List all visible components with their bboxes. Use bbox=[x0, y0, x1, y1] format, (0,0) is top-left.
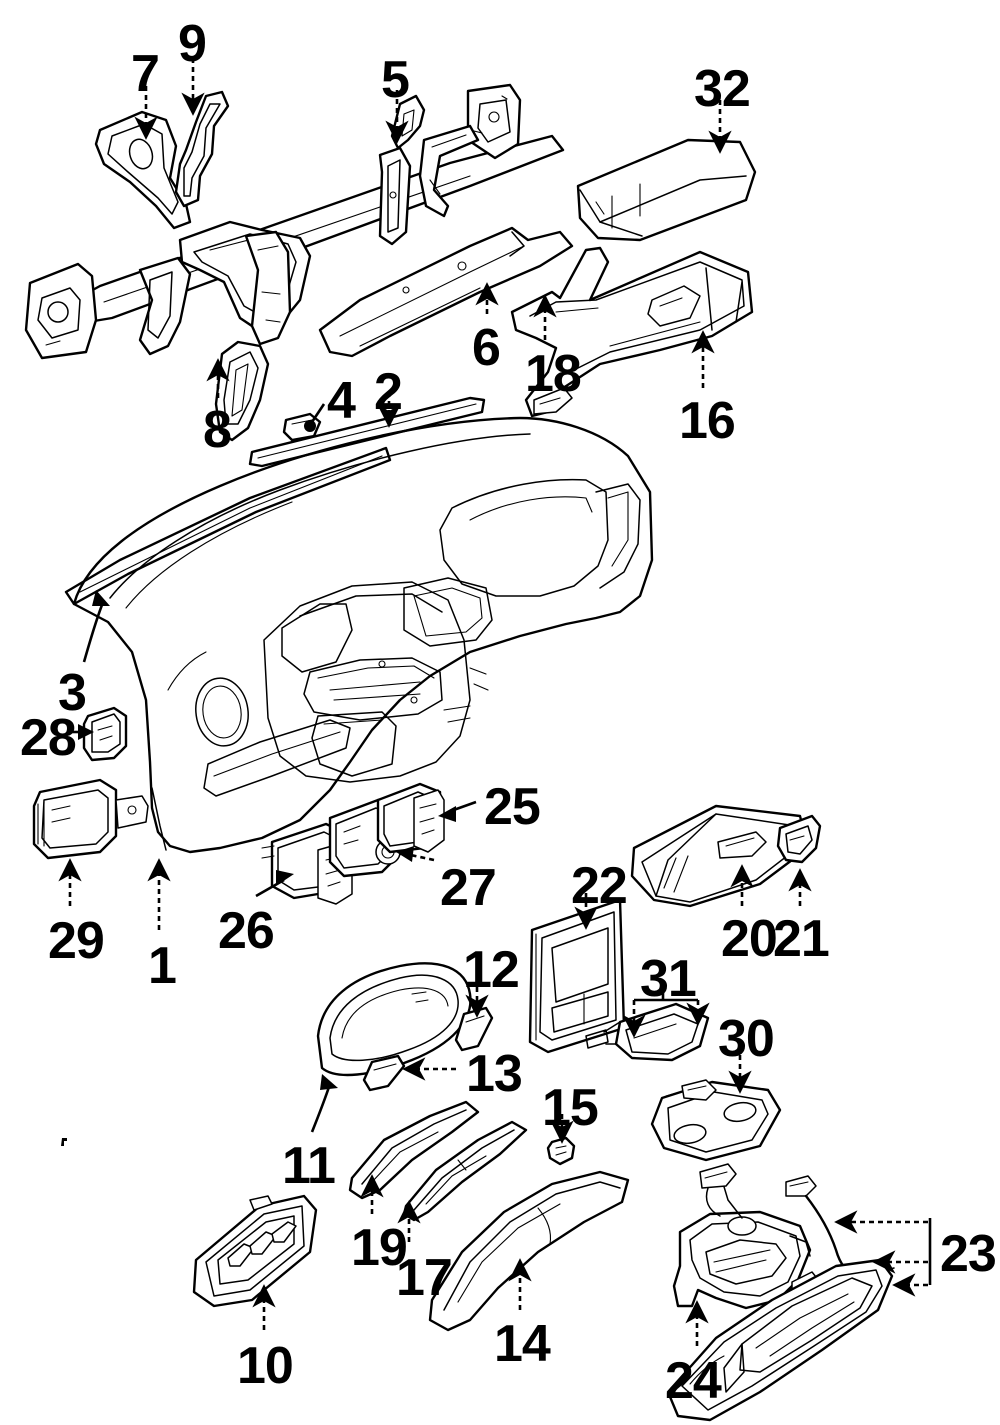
part-19-finisher bbox=[348, 1100, 480, 1200]
part-22-bezel bbox=[528, 898, 626, 1054]
part-17-finisher bbox=[402, 1120, 528, 1222]
part-30-cup-holder bbox=[650, 1079, 782, 1162]
callout-number-24: 24 bbox=[665, 1352, 722, 1410]
callout-number-18: 18 bbox=[525, 345, 582, 403]
callout-number-19: 19 bbox=[351, 1219, 408, 1277]
callout-number-8: 8 bbox=[203, 401, 232, 459]
part-7-bracket bbox=[94, 110, 192, 230]
part-20-glove-box bbox=[630, 804, 810, 908]
part-16-18-reinforcement bbox=[510, 246, 754, 418]
callout-number-25: 25 bbox=[484, 778, 541, 836]
callout-number-9: 9 bbox=[178, 15, 207, 73]
part-10-fuse-cover bbox=[192, 1194, 318, 1308]
callout-number-32: 32 bbox=[694, 60, 751, 118]
callout-number-12: 12 bbox=[463, 941, 520, 999]
callout-number-2: 2 bbox=[374, 363, 403, 421]
callout-number-22: 22 bbox=[571, 857, 628, 915]
part-21-striker bbox=[776, 814, 822, 864]
callout-number-13: 13 bbox=[466, 1045, 523, 1103]
part-13-clip bbox=[362, 1054, 406, 1092]
callout-number-29: 29 bbox=[48, 912, 105, 970]
callout-number-7: 7 bbox=[131, 45, 160, 103]
callout-number-21: 21 bbox=[773, 910, 830, 968]
callout-number-15: 15 bbox=[542, 1079, 599, 1137]
part-32-airbag-cover bbox=[576, 138, 757, 242]
leader-lines bbox=[58, 58, 932, 1346]
callout-number-14: 14 bbox=[494, 1315, 551, 1373]
callout-number-5: 5 bbox=[381, 51, 410, 109]
callout-number-26: 26 bbox=[218, 902, 275, 960]
part-23-lamp bbox=[666, 1258, 894, 1422]
part-11-cluster-bezel bbox=[316, 962, 472, 1077]
callout-number-10: 10 bbox=[237, 1337, 294, 1395]
part-14-knee-bolster bbox=[428, 1170, 630, 1332]
callout-number-4: 4 bbox=[327, 372, 356, 430]
part-28-relay bbox=[82, 706, 128, 762]
switch-group bbox=[261, 782, 445, 905]
callout-number-1: 1 bbox=[148, 937, 177, 995]
callout-number-30: 30 bbox=[718, 1010, 775, 1068]
cross-car-beam-group bbox=[24, 83, 574, 360]
callout-number-11: 11 bbox=[282, 1137, 336, 1195]
part-2-trim-strip bbox=[248, 396, 486, 468]
part-15-grommet bbox=[546, 1136, 576, 1166]
callout-number-31: 31 bbox=[640, 950, 697, 1008]
callout-number-17: 17 bbox=[396, 1249, 453, 1307]
callout-number-23: 23 bbox=[940, 1225, 997, 1283]
callout-number-20: 20 bbox=[721, 910, 778, 968]
callout-number-28: 28 bbox=[20, 709, 77, 767]
stray-ink-speck bbox=[61, 1138, 67, 1146]
main-dashboard-body bbox=[64, 416, 654, 854]
callout-number-16: 16 bbox=[679, 392, 736, 450]
callout-number-3: 3 bbox=[58, 664, 87, 722]
callout-number-27: 27 bbox=[440, 859, 497, 917]
part-9-brace bbox=[174, 90, 230, 208]
part-29-control-module bbox=[32, 778, 149, 860]
callout-number-6: 6 bbox=[472, 319, 501, 377]
